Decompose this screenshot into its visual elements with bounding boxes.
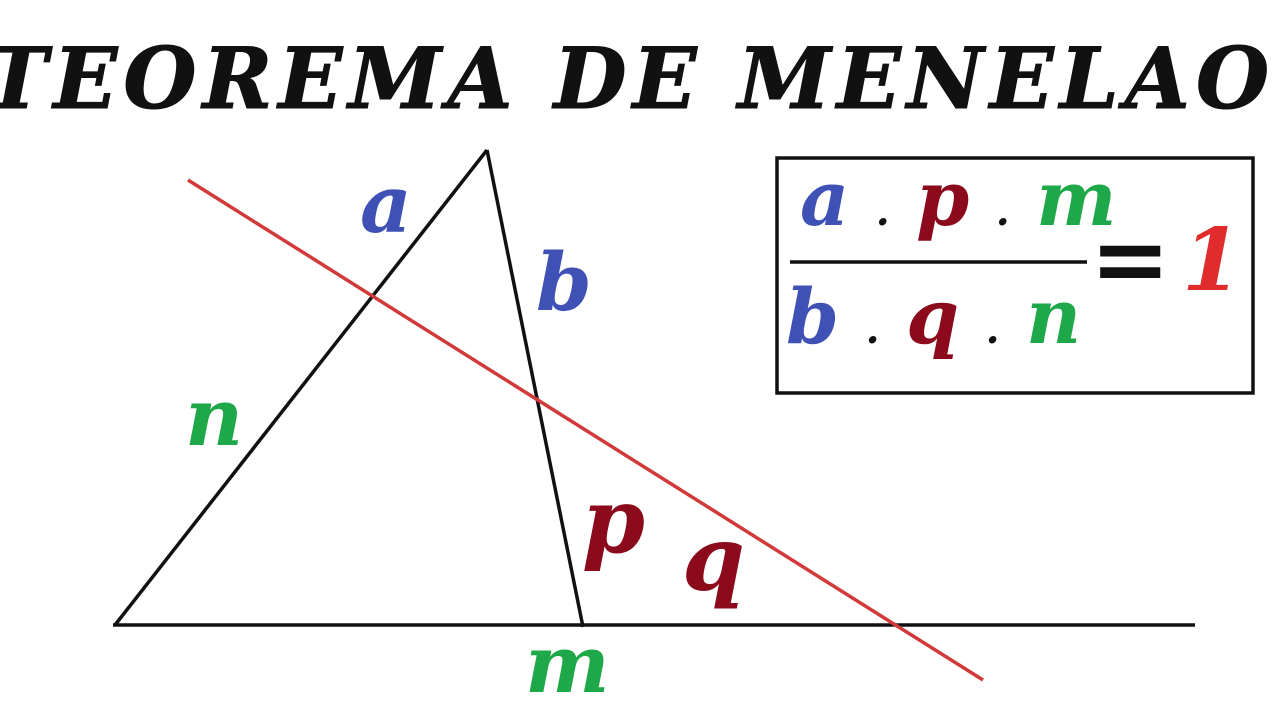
- den-q: q: [906, 272, 959, 361]
- num-p: p: [916, 154, 969, 243]
- page-title: TEOREMA DE MENELAO: [0, 29, 1275, 128]
- equals-sign: =: [1090, 202, 1170, 315]
- formula-denominator: b . q . n: [786, 272, 1081, 361]
- den-b: b: [786, 272, 839, 361]
- formula-frame: [775, 156, 1255, 395]
- label-m: m: [525, 617, 610, 711]
- triangle-right-side: [485, 149, 585, 628]
- den-dot-1: .: [866, 306, 880, 353]
- transversal-line: [187, 178, 984, 682]
- num-m: m: [1036, 154, 1116, 243]
- label-p: p: [582, 468, 645, 574]
- label-n: n: [185, 370, 243, 464]
- formula-result: 1: [1182, 210, 1242, 311]
- triangle-left-side: [113, 148, 489, 627]
- formula-numerator: a . p . m: [800, 154, 1117, 243]
- label-b: b: [536, 235, 592, 329]
- label-a: a: [360, 157, 412, 251]
- formula-box: a . p . m b . q . n = 1: [775, 154, 1255, 395]
- num-a: a: [800, 154, 849, 243]
- num-dot-2: .: [996, 188, 1010, 235]
- den-dot-2: .: [986, 306, 1000, 353]
- label-q: q: [682, 506, 745, 612]
- num-dot-1: .: [876, 188, 890, 235]
- den-n: n: [1026, 272, 1081, 361]
